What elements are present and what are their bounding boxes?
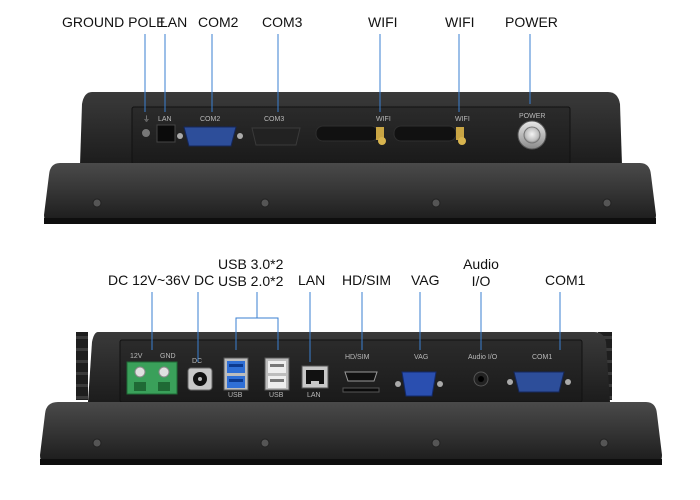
callout-usb-line1: USB 3.0*2	[218, 256, 284, 272]
callout-com2: COM2	[198, 14, 239, 30]
usb1-silkscreen: USB	[228, 392, 243, 399]
callout-ground-pole: GROUND POLE	[62, 14, 166, 30]
ground-pole-screw[interactable]	[141, 128, 151, 138]
wifi1-silkscreen: WIFI	[376, 116, 391, 123]
bottom-device: 12V GND DC USB	[40, 332, 662, 465]
callout-usb-line2: USB 2.0*2	[218, 273, 284, 289]
v12-silkscreen: 12V	[130, 353, 143, 360]
wifi-antenna-1[interactable]	[315, 125, 386, 145]
bottom-front-bezel	[40, 402, 662, 465]
lan-port-top[interactable]	[156, 124, 176, 143]
ground-silkscreen: ⏚	[143, 115, 150, 123]
top-screws	[92, 198, 612, 208]
wifi2-silkscreen: WIFI	[455, 116, 470, 123]
bottom-screws	[92, 438, 609, 448]
callout-wifi-1: WIFI	[368, 14, 398, 30]
com1-silkscreen: COM1	[532, 354, 552, 361]
callout-vag: VAG	[411, 272, 440, 288]
dc-terminal-block[interactable]	[126, 361, 178, 395]
callout-wifi-2: WIFI	[445, 14, 475, 30]
com2-silkscreen: COM2	[200, 116, 220, 123]
dc-jack[interactable]	[187, 367, 213, 391]
callout-lan-top: LAN	[160, 14, 188, 30]
wifi-antenna-2[interactable]	[393, 125, 466, 145]
usb2-ports[interactable]	[264, 357, 290, 391]
usb2-silkscreen: USB	[269, 392, 284, 399]
lan-silkscreen-bottom: LAN	[307, 392, 321, 399]
callout-com1: COM1	[545, 272, 586, 288]
heatsink-fins-left-bottom	[76, 332, 88, 400]
lan-port-bottom[interactable]	[301, 365, 329, 389]
gnd-silkscreen: GND	[160, 353, 176, 360]
hdsim-silkscreen: HD/SIM	[345, 354, 370, 361]
audio-silkscreen: Audio I/O	[468, 354, 498, 361]
dc-silkscreen: DC	[192, 358, 202, 365]
top-device: ⏚ LAN COM2 COM3 WIFI WIFI POWER	[44, 92, 656, 224]
audio-jack[interactable]	[473, 371, 489, 387]
lan-silkscreen-top: LAN	[158, 116, 172, 123]
power-silkscreen: POWER	[519, 113, 545, 120]
callout-lan-bottom: LAN	[298, 272, 326, 288]
callout-com3: COM3	[262, 14, 303, 30]
top-front-bezel	[44, 163, 656, 224]
usb3-ports[interactable]	[223, 357, 249, 391]
vag-silkscreen: VAG	[414, 354, 428, 361]
callout-dc: DC 12V~36V DC	[108, 272, 215, 288]
power-button[interactable]	[517, 120, 547, 150]
com2-port[interactable]	[177, 126, 243, 147]
com1-port[interactable]	[507, 371, 571, 393]
callout-power: POWER	[505, 14, 558, 30]
vga-port[interactable]	[395, 371, 443, 397]
callout-audio-line1: Audio	[463, 256, 499, 272]
callout-lines	[144, 34, 561, 362]
callout-hd-sim: HD/SIM	[342, 272, 391, 288]
com3-port-cover[interactable]	[251, 127, 301, 146]
hdmi-sim-slots[interactable]	[342, 371, 380, 393]
com3-silkscreen: COM3	[264, 116, 284, 123]
callout-audio-line2: I/O	[471, 273, 491, 289]
